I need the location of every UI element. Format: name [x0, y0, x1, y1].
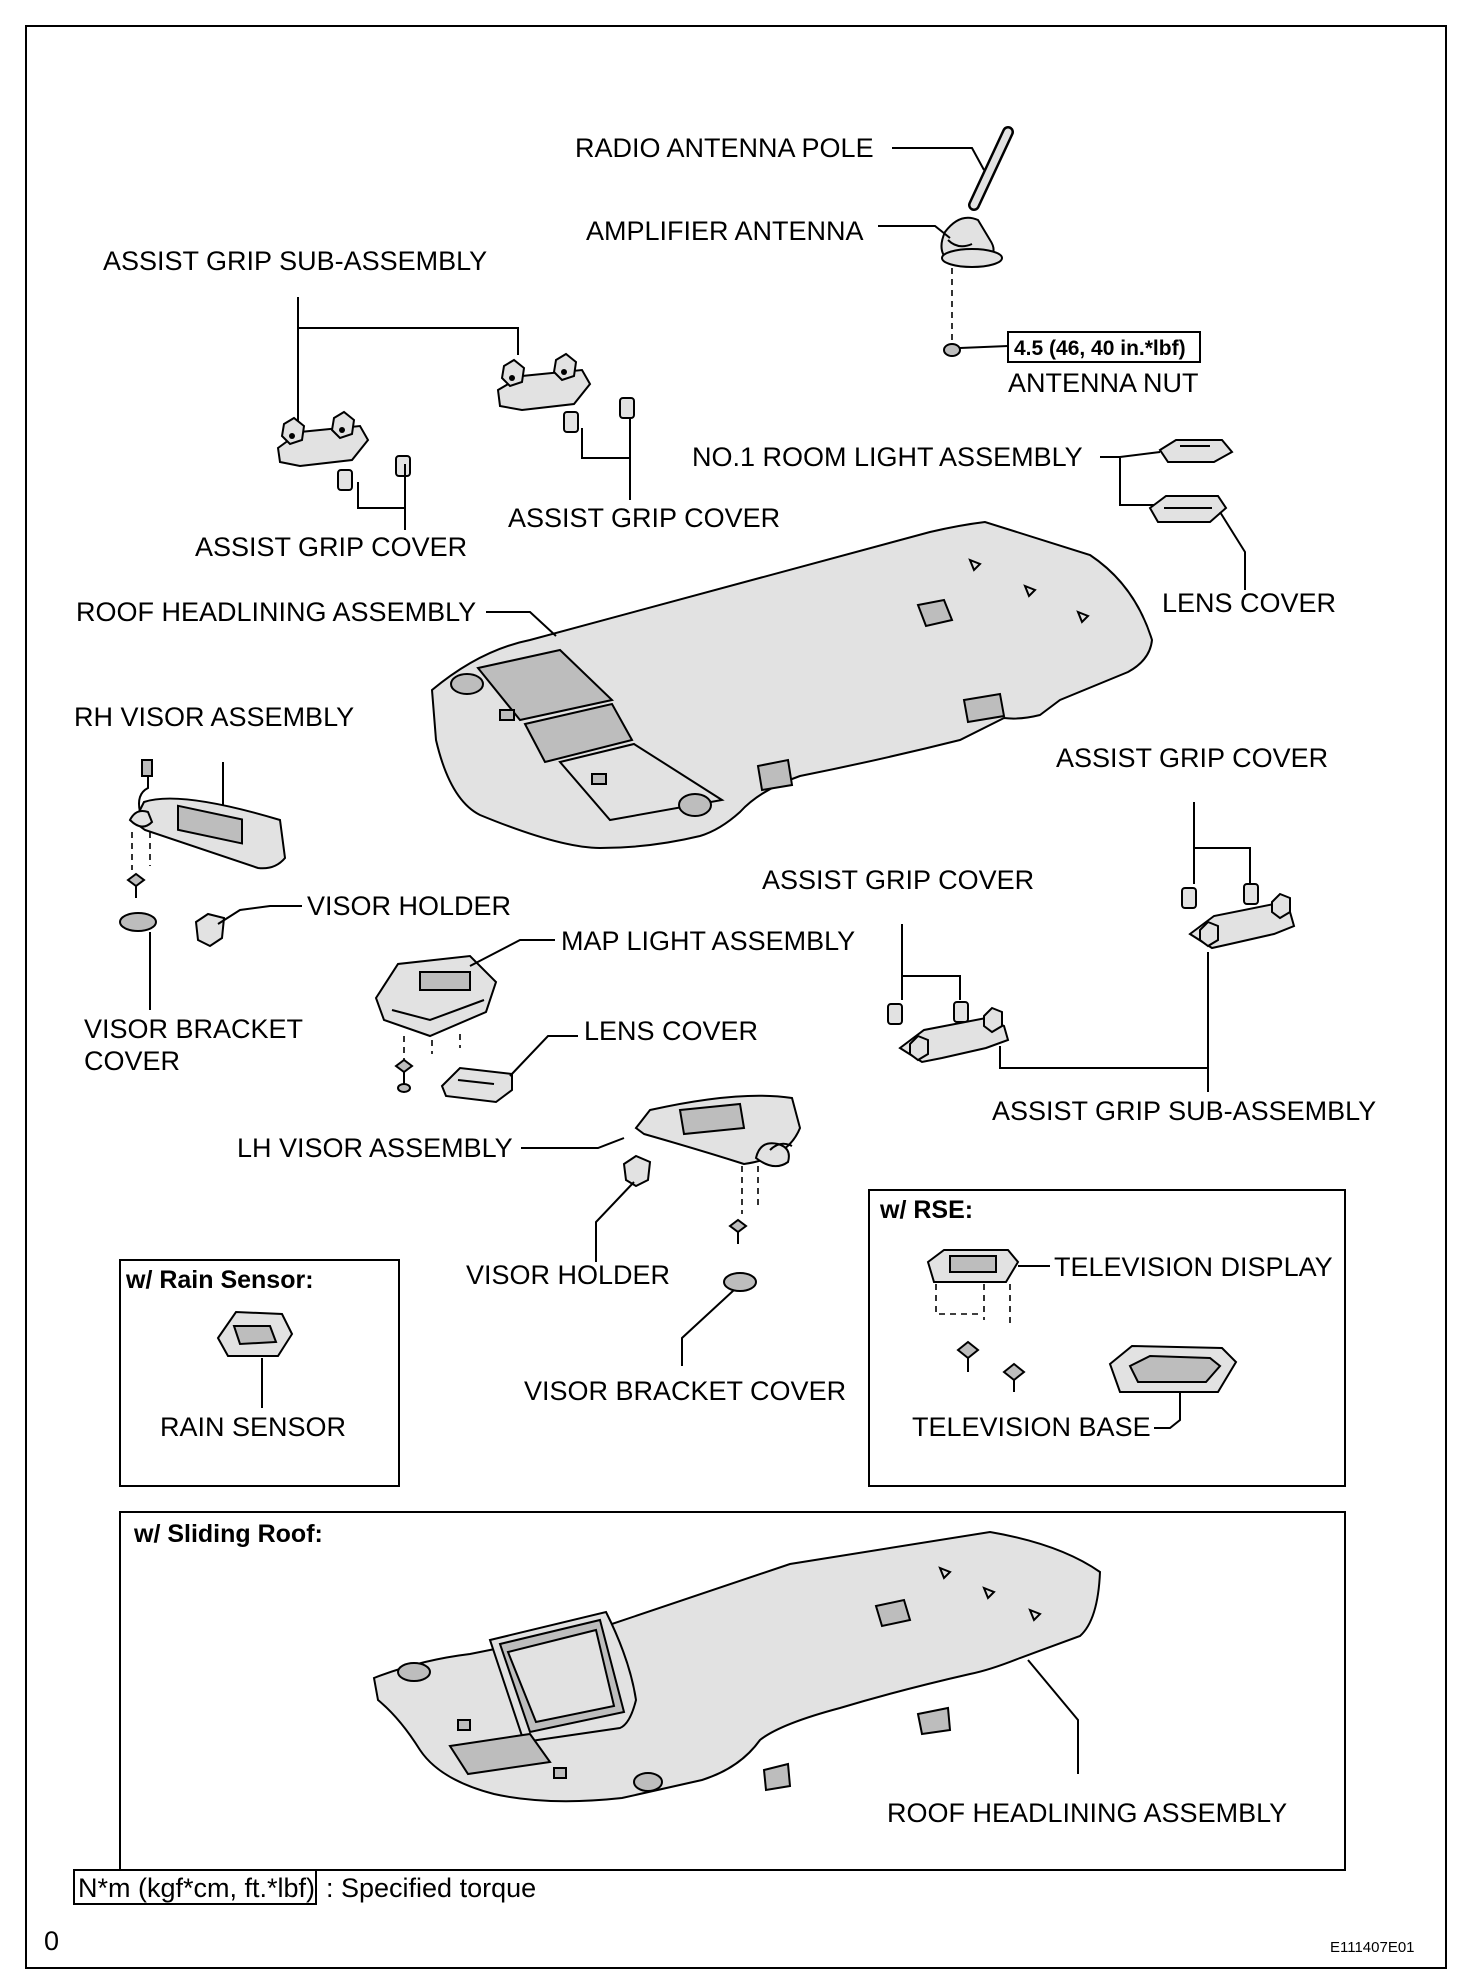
label-roof-headlining-assembly: ROOF HEADLINING ASSEMBLY [76, 597, 476, 627]
label-roof-headlining-sliding: ROOF HEADLINING ASSEMBLY [887, 1798, 1287, 1828]
footer-page-number: 0 [44, 1926, 59, 1956]
dash-lh-visor-screw [741, 1166, 759, 1214]
sliding-roof-box-title: w/ Sliding Roof: [133, 1520, 323, 1548]
roof-headlining-sliding-part [372, 1530, 1102, 1803]
leader-visor-holder-mid [595, 1181, 635, 1262]
dash-tv-display [935, 1284, 1011, 1324]
assist-grip-top-part [496, 352, 592, 412]
television-display-part [926, 1249, 1020, 1283]
leader-assist-grip-sub-assembly-right [999, 952, 1209, 1092]
leader-amplifier-antenna [878, 225, 951, 239]
leader-assist-grip-cover-center [901, 924, 961, 1000]
leader-television-base [1154, 1392, 1181, 1429]
label-visor-bracket-cover-left-1: VISOR BRACKET [84, 1014, 303, 1044]
leader-assist-grip-cover-left [357, 464, 406, 530]
label-visor-holder-mid: VISOR HOLDER [466, 1260, 670, 1290]
map-light-screw-part [394, 1058, 414, 1093]
label-amplifier-antenna: AMPLIFIER ANTENNA [586, 216, 864, 246]
antenna-nut-torque: 4.5 (46, 40 in.*lbf) [1014, 337, 1186, 360]
torque-box-antenna [1007, 331, 1201, 363]
lh-visor-screw-part [728, 1218, 748, 1244]
label-lens-cover-mid: LENS COVER [584, 1016, 758, 1046]
rse-box [868, 1189, 1346, 1487]
leader-radio-antenna-pole [892, 147, 985, 171]
legend-torque-text: : Specified torque [326, 1873, 536, 1903]
leader-lh-visor [521, 1137, 625, 1149]
rain-sensor-box [119, 1259, 400, 1487]
radio-antenna-pole-part [968, 126, 1014, 211]
label-lens-cover-top: LENS COVER [1162, 588, 1336, 618]
label-map-light-assembly: MAP LIGHT ASSEMBLY [561, 926, 855, 956]
label-visor-bracket-cover-mid: VISOR BRACKET COVER [524, 1376, 846, 1406]
visor-bracket-cover-left-part [119, 912, 157, 932]
television-base-screws-part [956, 1340, 1026, 1392]
television-base-part [1108, 1344, 1238, 1393]
label-lh-visor-assembly: LH VISOR ASSEMBLY [237, 1133, 513, 1163]
label-television-base: TELEVISION BASE [912, 1412, 1151, 1442]
label-antenna-nut: ANTENNA NUT [1008, 368, 1199, 398]
room-light-part [1158, 439, 1234, 463]
label-assist-grip-cover-mid: ASSIST GRIP COVER [508, 503, 780, 533]
leader-visor-bracket-cover-mid [681, 1289, 735, 1366]
assist-grip-left-part [276, 410, 370, 468]
label-rh-visor-assembly: RH VISOR ASSEMBLY [74, 702, 354, 732]
map-light-lens-cover-part [440, 1066, 513, 1104]
visor-holder-left-part [194, 912, 226, 948]
assist-grip-cover-mid-part [563, 397, 635, 433]
label-assist-grip-cover-right: ASSIST GRIP COVER [1056, 743, 1328, 773]
rain-sensor-box-title: w/ Rain Sensor: [125, 1266, 314, 1294]
footer-figure-code: E111407E01 [1330, 1939, 1415, 1956]
label-assist-grip-sub-assembly-top: ASSIST GRIP SUB-ASSEMBLY [103, 246, 487, 276]
dash-map-light-screws [403, 1034, 461, 1060]
rse-box-title: w/ RSE: [879, 1196, 973, 1224]
label-assist-grip-cover-center: ASSIST GRIP COVER [762, 865, 1034, 895]
diagram-frame [25, 25, 1447, 1969]
assist-grip-cover-right-part [1181, 883, 1259, 909]
leader-room-light [1100, 451, 1161, 506]
assist-grip-right-part [1188, 892, 1296, 950]
leader-visor-holder-left [217, 905, 302, 925]
leader-assist-grip-cover-mid [581, 418, 631, 500]
assist-grip-cover-center-part [887, 1001, 969, 1025]
label-rain-sensor: RAIN SENSOR [160, 1412, 346, 1442]
rh-visor-part [128, 759, 287, 870]
label-radio-antenna-pole: RADIO ANTENNA POLE [575, 133, 874, 163]
map-light-part [374, 954, 498, 1038]
sliding-roof-box [119, 1511, 1346, 1871]
leader-lens-cover-top [1219, 511, 1246, 590]
assist-grip-center-part [898, 1006, 1010, 1064]
roof-headlining-part [430, 520, 1154, 850]
dash-rh-visor-screw [131, 832, 151, 870]
leader-assist-grip-cover-right [1193, 802, 1251, 884]
leader-map-light [469, 939, 555, 967]
visor-holder-mid-part [622, 1154, 652, 1188]
legend-torque-box [73, 1869, 317, 1905]
leader-roof-headlining-sliding [1027, 1659, 1079, 1774]
room-light-lens-cover-part [1148, 495, 1228, 523]
visor-bracket-cover-mid-part [723, 1272, 757, 1292]
lh-visor-part [634, 1094, 802, 1168]
label-assist-grip-cover-left: ASSIST GRIP COVER [195, 532, 467, 562]
assist-grip-cover-left-part [337, 455, 411, 491]
label-television-display: TELEVISION DISPLAY [1054, 1252, 1333, 1282]
rh-visor-screw-part [126, 872, 146, 898]
antenna-nut-part [943, 343, 1009, 357]
leader-roof-headlining [486, 611, 557, 637]
amplifier-antenna-part [940, 216, 1003, 268]
legend-torque-key: N*m (kgf*cm, ft.*lbf) [78, 1873, 315, 1903]
label-room-light-assembly: NO.1 ROOM LIGHT ASSEMBLY [692, 442, 1083, 472]
rain-sensor-part [216, 1310, 294, 1357]
label-visor-holder-left: VISOR HOLDER [307, 891, 511, 921]
label-visor-bracket-cover-left-2: COVER [84, 1046, 180, 1076]
leader-lens-cover-mid [509, 1035, 578, 1077]
label-assist-grip-sub-assembly-right: ASSIST GRIP SUB-ASSEMBLY [992, 1096, 1376, 1126]
leader-assist-grip-sub-assembly-top [297, 297, 519, 430]
